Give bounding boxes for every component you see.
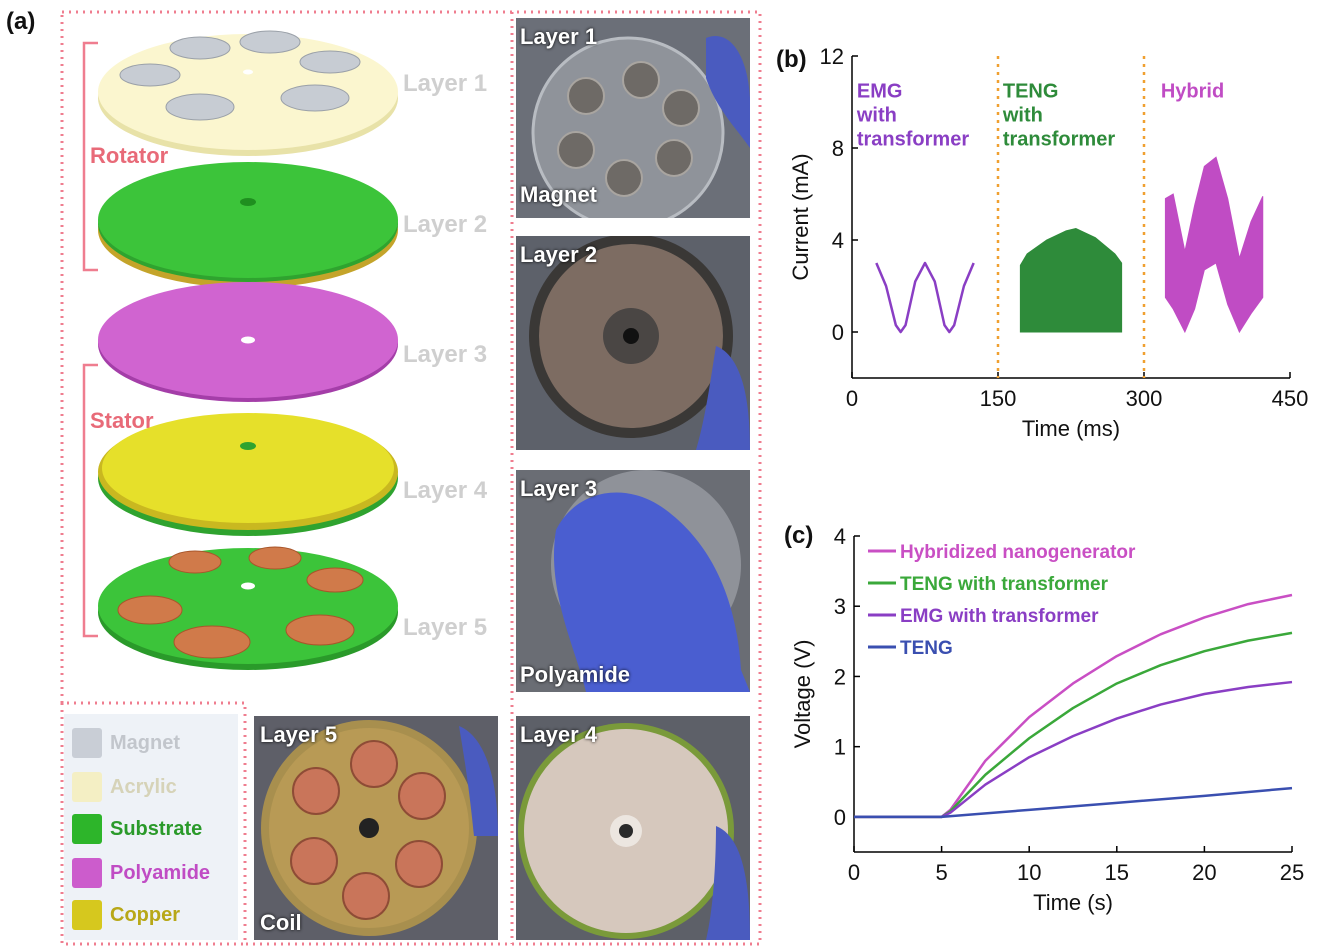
chart-c-y-tick-label: 3 (834, 594, 846, 619)
panel-b-letter: (b) (776, 46, 807, 73)
layer4-disk (98, 413, 398, 536)
legend-acrylic: Acrylic (110, 776, 177, 798)
chart-b-annotation-line: with (856, 104, 897, 126)
photo-layer2: Layer 2 (516, 236, 750, 450)
chart-b-annotation-line: transformer (1003, 128, 1115, 150)
chart-b-y-tick-label: 4 (832, 228, 844, 253)
panel-a-letter: (a) (6, 8, 36, 35)
chart-c-legend-label: Hybridized nanogenerator (900, 542, 1136, 563)
photo2-label: Layer 2 (520, 242, 598, 267)
stator-label: Stator (90, 408, 154, 433)
chart-b-x-axis-label: Time (ms) (1022, 416, 1120, 441)
chart-c-legend-label: TENG with transformer (900, 574, 1109, 595)
photo3-label: Layer 3 (520, 476, 598, 501)
chart-b-annotation-line: Hybrid (1161, 80, 1224, 102)
photo-layer3: Layer 3 Polyamide (516, 470, 750, 692)
photo5-label: Layer 5 (260, 722, 338, 747)
legend-substrate: Substrate (110, 818, 203, 840)
chart-c-legend-label: EMG with transformer (900, 606, 1099, 627)
photo5-caption: Coil (260, 910, 302, 935)
chart-b-y-tick-label: 0 (832, 320, 844, 345)
chart-b-x-tick-label: 450 (1272, 386, 1309, 411)
chart-b-annotation-line: with (1002, 104, 1043, 126)
chart-b-annotation-line: TENG (1003, 80, 1059, 102)
chart-b-series-hybrid (1164, 156, 1264, 334)
chart-c-y-tick-label: 0 (834, 805, 846, 830)
chart-b-y-tick-label: 8 (832, 136, 844, 161)
chart-c-y-tick-label: 4 (834, 524, 846, 549)
panel-a-frame (60, 10, 762, 946)
layer3-disk (98, 282, 398, 402)
layer5-disk (98, 546, 398, 670)
layer-label-3: Layer 3 (403, 341, 488, 368)
layer1-disk (98, 30, 398, 156)
layer-label-5: Layer 5 (403, 614, 488, 641)
group-brackets (82, 41, 98, 638)
chart-c-series-line (854, 680, 1293, 819)
magnet-swatch (72, 728, 102, 758)
chart-c-series-line (854, 593, 1293, 819)
rotator-label: Rotator (90, 143, 169, 168)
chart-b-annotation-line: EMG (857, 80, 903, 102)
chart-c-series-line (854, 786, 1293, 819)
exploded-layers (98, 30, 398, 670)
photo-layer5: Layer 5 Coil (254, 716, 498, 940)
chart-c-y-tick-label: 1 (834, 735, 846, 760)
chart-b-y-axis-label: Current (mA) (788, 153, 813, 280)
chart-b-series-emg (875, 261, 975, 334)
photo3-caption: Polyamide (520, 662, 631, 687)
chart-c-x-tick-label: 25 (1280, 860, 1304, 885)
legend-magnet: Magnet (110, 732, 180, 754)
chart-b-x-tick-label: 300 (1126, 386, 1163, 411)
layer-label-2: Layer 2 (403, 211, 488, 238)
panel-c-letter: (c) (784, 522, 814, 549)
legend-polyamide: Polyamide (110, 862, 211, 884)
polyamide-swatch (72, 858, 102, 888)
chart-b-x-tick-label: 150 (980, 386, 1017, 411)
chart-b-series-teng (1019, 227, 1123, 333)
substrate-swatch (72, 814, 102, 844)
photo4-label: Layer 4 (520, 722, 598, 747)
acrylic-swatch (72, 772, 102, 802)
material-legend: Magnet Acrylic Substrate Polyamide Coppe… (64, 714, 238, 940)
chart-c-y-axis-label: Voltage (V) (790, 640, 815, 749)
chart-c-x-tick-label: 20 (1192, 860, 1216, 885)
chart-c-x-tick-label: 5 (935, 860, 947, 885)
chart-c-series-line (854, 631, 1293, 819)
layer2-disk (98, 162, 398, 288)
copper-swatch (72, 900, 102, 930)
photo-layer1: Layer 1 Magnet (516, 18, 750, 218)
legend-copper: Copper (110, 904, 180, 926)
photo-layer4: Layer 4 (516, 716, 750, 940)
chart-c-x-axis-label: Time (s) (1033, 890, 1113, 915)
layer-label-4: Layer 4 (403, 477, 488, 504)
chart-b-annotation-line: transformer (857, 128, 969, 150)
chart-b-annotation: Hybrid (1161, 80, 1224, 102)
chart-c-y-tick-label: 2 (834, 664, 846, 689)
chart-b-y-tick-label: 12 (820, 44, 844, 69)
photo1-label: Layer 1 (520, 24, 598, 49)
photo1-caption: Magnet (520, 182, 597, 207)
chart-c-legend-label: TENG (900, 638, 953, 659)
chart-c-x-tick-label: 10 (1017, 860, 1041, 885)
chart-b-x-tick-label: 0 (846, 386, 858, 411)
layer-label-1: Layer 1 (403, 70, 488, 97)
chart-c-x-tick-label: 15 (1105, 860, 1129, 885)
chart-c-x-tick-label: 0 (848, 860, 860, 885)
